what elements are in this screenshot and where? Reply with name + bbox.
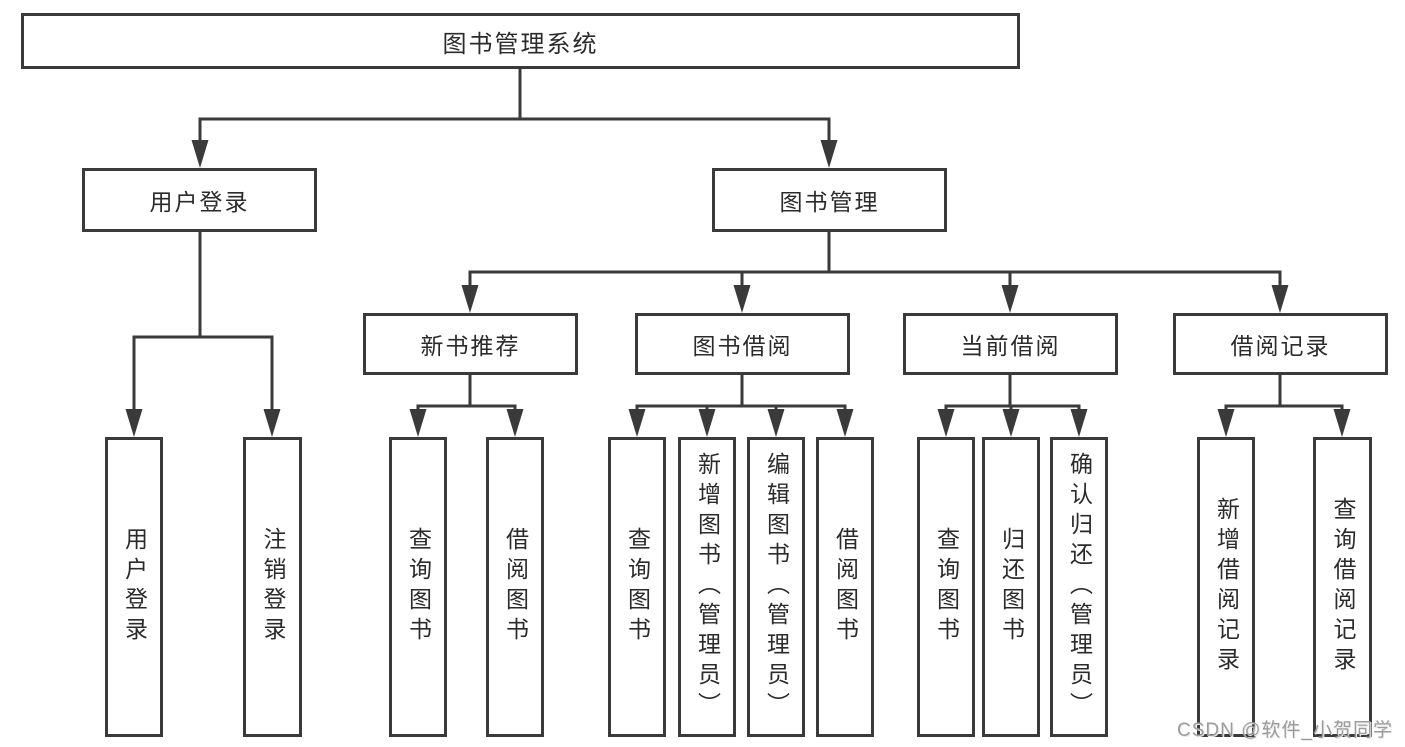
node-new-book-recommendation-label: 新书推荐 [420,333,521,359]
leaf-return-books-label: 归还图书 [998,527,1025,647]
leaf-borrow-books-recommend: 借阅图书 [486,437,544,737]
leaf-user-login: 用户登录 [105,437,163,737]
leaf-query-books-borrow-label: 查询图书 [624,527,651,647]
node-book-management-label: 图书管理 [779,189,880,215]
leaf-edit-books-admin: 编辑图书（管理员） [747,437,805,737]
node-root-label: 图书管理系统 [442,30,599,58]
leaf-add-borrow-record-label: 新增借阅记录 [1213,497,1240,677]
node-book-management: 图书管理 [712,168,947,232]
node-user-login-label: 用户登录 [149,189,250,215]
leaf-edit-books-admin-label: 编辑图书（管理员） [763,452,790,722]
leaf-borrow-books: 借阅图书 [816,437,874,737]
leaf-confirm-return-admin-label: 确认归还（管理员） [1066,452,1093,722]
node-book-borrowing: 图书借阅 [635,313,850,375]
node-current-borrowing-label: 当前借阅 [960,333,1061,359]
leaf-query-books-recommend-label: 查询图书 [405,527,432,647]
leaf-logout: 注销登录 [243,437,302,737]
node-user-login: 用户登录 [82,168,317,232]
node-book-borrowing-label: 图书借阅 [692,333,793,359]
leaf-borrow-books-label: 借阅图书 [832,527,859,647]
node-current-borrowing: 当前借阅 [903,313,1118,375]
leaf-add-books-admin: 新增图书（管理员） [678,437,736,737]
leaf-query-books-current: 查询图书 [917,437,975,737]
leaf-user-login-label: 用户登录 [121,527,148,647]
leaf-return-books: 归还图书 [982,437,1040,737]
leaf-add-borrow-record: 新增借阅记录 [1197,437,1255,737]
node-new-book-recommendation: 新书推荐 [363,313,578,375]
leaf-query-books-borrow: 查询图书 [608,437,666,737]
csdn-watermark: CSDN @软件_小贺同学 [1177,720,1393,741]
leaf-logout-label: 注销登录 [260,527,286,647]
leaf-add-books-admin-label: 新增图书（管理员） [694,452,721,722]
leaf-confirm-return-admin: 确认归还（管理员） [1050,437,1108,737]
node-root-system: 图书管理系统 [21,13,1020,69]
leaf-query-books-recommend: 查询图书 [389,437,447,737]
leaf-query-books-current-label: 查询图书 [933,527,960,647]
node-borrowing-records: 借阅记录 [1173,313,1388,375]
leaf-query-borrow-record: 查询借阅记录 [1313,437,1372,737]
node-borrowing-records-label: 借阅记录 [1230,333,1331,359]
leaf-borrow-books-recommend-label: 借阅图书 [502,527,529,647]
leaf-query-borrow-record-label: 查询借阅记录 [1330,497,1356,677]
